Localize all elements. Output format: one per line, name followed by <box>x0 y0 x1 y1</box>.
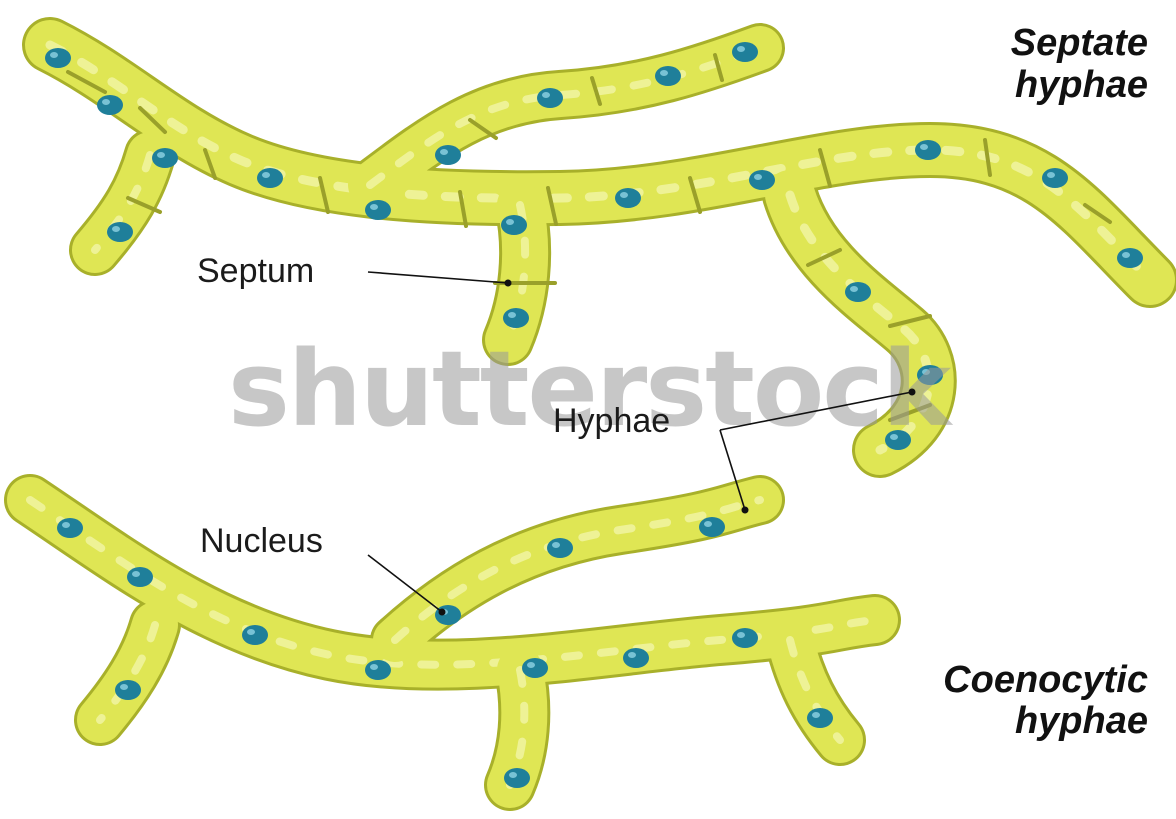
nucleus-28 <box>435 605 461 625</box>
septate-title-line1: Septate <box>1011 22 1148 64</box>
coenocytic-left-branch <box>100 625 155 720</box>
nucleus-23 <box>242 625 268 645</box>
septate-title-line2: hyphae <box>1015 64 1148 106</box>
nucleus-25 <box>522 658 548 678</box>
nucleus-8 <box>749 170 775 190</box>
nucleus-15 <box>732 42 758 62</box>
nucleus-32 <box>504 768 530 788</box>
nucleus-26 <box>623 648 649 668</box>
nucleus-30 <box>699 517 725 537</box>
nucleus-22 <box>127 567 153 587</box>
nucleus-16 <box>107 222 133 242</box>
nucleus-6 <box>501 215 527 235</box>
septum-leader-dot <box>505 280 512 287</box>
hyphae-leader-dot-upper <box>909 389 916 396</box>
nucleus-3 <box>152 148 178 168</box>
nucleus-29 <box>547 538 573 558</box>
nucleus-5 <box>365 200 391 220</box>
hyphae-label: Hyphae <box>553 402 670 440</box>
nucleus-12 <box>435 145 461 165</box>
nucleus-24 <box>365 660 391 680</box>
coenocytic-title-line2: hyphae <box>1015 700 1148 742</box>
nucleus-4 <box>257 168 283 188</box>
septum-leader-line <box>368 272 508 283</box>
nucleus-label: Nucleus <box>200 522 323 560</box>
nucleus-14 <box>655 66 681 86</box>
hyphae-leader-dot-lower <box>742 507 749 514</box>
nucleus-27 <box>732 628 758 648</box>
nucleus-10 <box>1042 168 1068 188</box>
nucleus-9 <box>915 140 941 160</box>
nucleus-7 <box>615 188 641 208</box>
nucleus-13 <box>537 88 563 108</box>
septum-label: Septum <box>197 252 314 290</box>
nucleus-33 <box>807 708 833 728</box>
coenocytic-title-line1: Coenocytic <box>943 659 1148 701</box>
nucleus-18 <box>845 282 871 302</box>
nucleus-21 <box>57 518 83 538</box>
nucleus-1 <box>45 48 71 68</box>
nucleus-leader-dot <box>439 609 446 616</box>
nucleus-11 <box>1117 248 1143 268</box>
nucleus-2 <box>97 95 123 115</box>
nucleus-31 <box>115 680 141 700</box>
nucleus-17 <box>503 308 529 328</box>
